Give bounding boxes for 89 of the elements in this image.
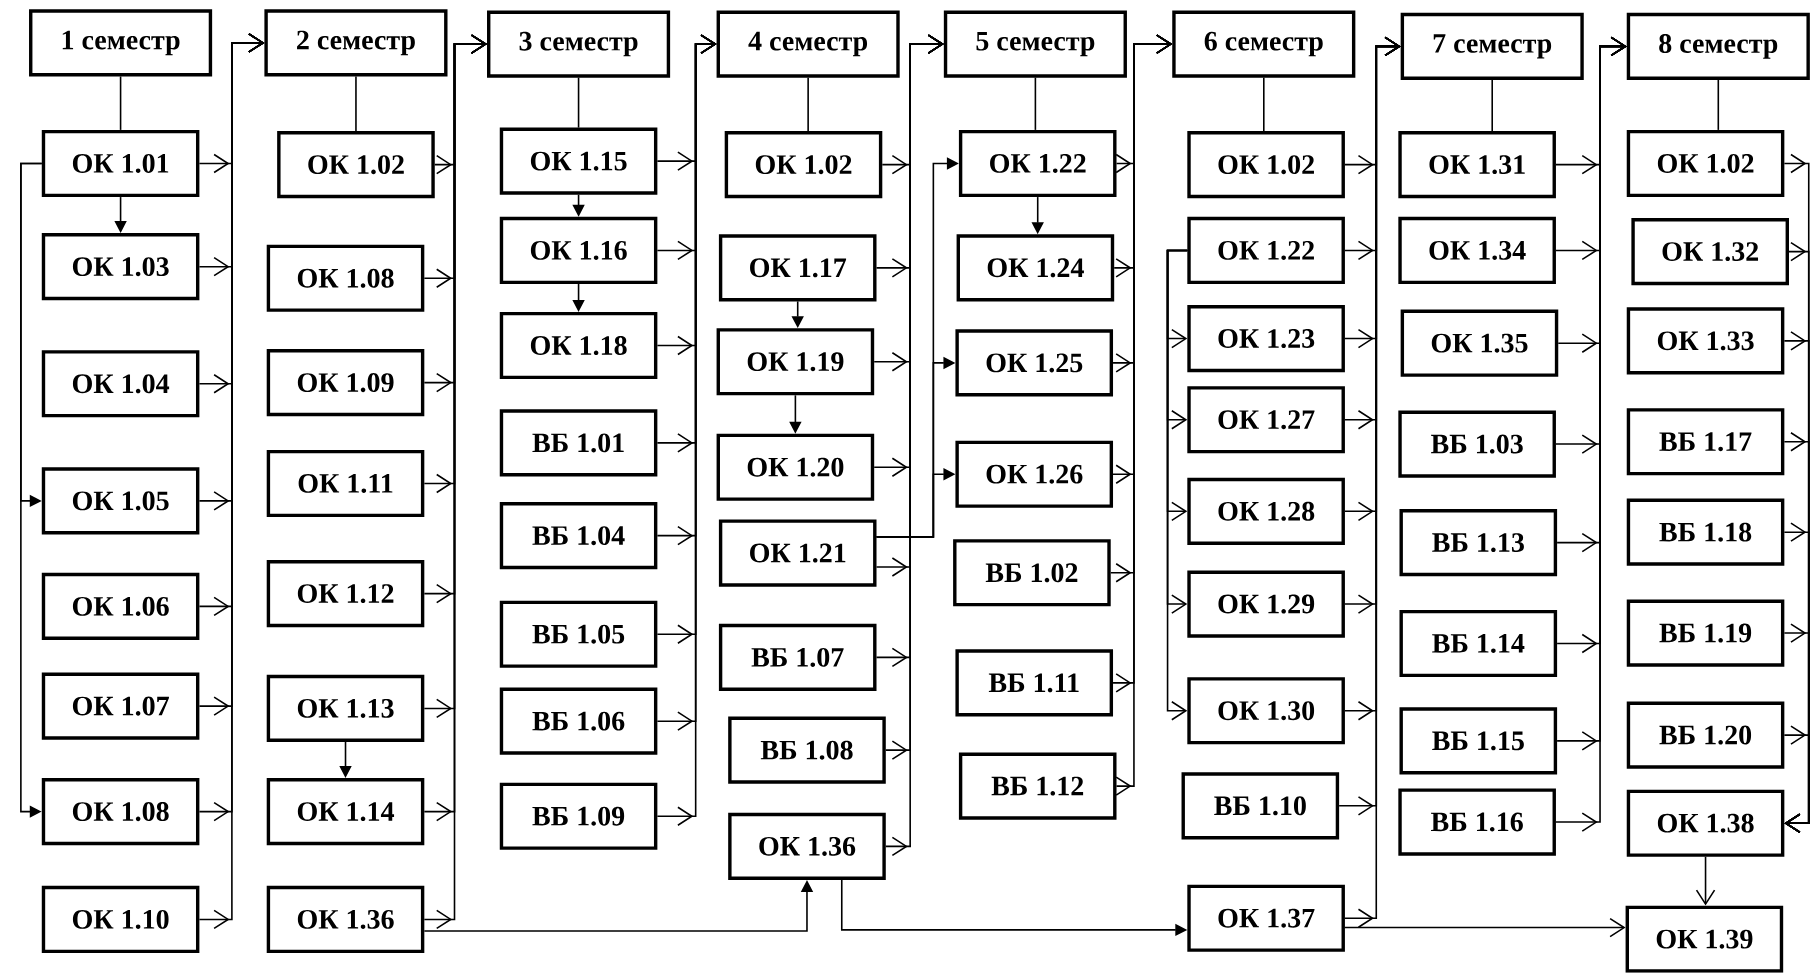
connector-line [577, 76, 580, 129]
connector-line [807, 76, 809, 132]
course-box: ВБ 1.17 [1626, 408, 1785, 476]
course-box: ОК 1.24 [956, 234, 1115, 302]
course-box: ВБ 1.14 [1399, 610, 1558, 678]
semester-box: 7 семестр [1400, 12, 1584, 81]
course-box: ВБ 1.01 [499, 409, 658, 477]
course-box: ОК 1.25 [955, 329, 1114, 397]
course-box: ОК 1.31 [1398, 131, 1556, 199]
course-box: ВБ 1.11 [955, 649, 1114, 717]
course-box: ОК 1.16 [499, 217, 658, 285]
course-box: ОК 1.02 [1187, 131, 1345, 199]
course-box: ОК 1.17 [718, 234, 877, 302]
course-box: ОК 1.38 [1626, 789, 1785, 857]
course-box: ОК 1.09 [266, 349, 425, 417]
course-box: ОК 1.08 [266, 244, 425, 312]
course-box: ОК 1.22 [1187, 217, 1345, 285]
semester-box: 2 семестр [264, 9, 448, 77]
course-box: ВБ 1.18 [1626, 498, 1785, 566]
semester-box: 1 семестр [29, 9, 213, 77]
course-box: ВБ 1.03 [1398, 410, 1556, 478]
course-box: ОК 1.39 [1625, 905, 1784, 973]
course-box: ОК 1.02 [724, 131, 883, 199]
arrow [20, 162, 43, 818]
course-box: ОК 1.20 [716, 433, 875, 501]
connector-line [1717, 79, 1720, 131]
course-box: ОК 1.13 [266, 674, 425, 743]
arrow [1344, 36, 1401, 929]
course-box: ВБ 1.15 [1399, 707, 1558, 775]
course-box: ОК 1.03 [41, 233, 200, 301]
course-box: ОК 1.37 [1187, 884, 1345, 952]
course-box: ОК 1.01 [41, 130, 200, 198]
semester-box: 5 семестр [943, 10, 1127, 78]
course-box: ВБ 1.05 [499, 600, 658, 668]
course-box: ВБ 1.09 [499, 782, 658, 850]
semester-box: 3 семестр [487, 10, 671, 78]
course-box: ВБ 1.12 [958, 752, 1117, 820]
course-box: ОК 1.26 [955, 440, 1114, 508]
course-box: ОК 1.10 [41, 885, 200, 954]
course-box: ОК 1.15 [499, 127, 658, 195]
course-box: ВБ 1.08 [728, 716, 886, 784]
course-box: ОК 1.36 [266, 885, 425, 954]
course-box: ОК 1.30 [1187, 677, 1345, 745]
arrow [1783, 725, 1810, 834]
course-box: ОК 1.21 [718, 519, 877, 587]
course-box: ОК 1.14 [266, 778, 425, 846]
course-box: ОК 1.18 [499, 312, 658, 380]
course-box: ОК 1.02 [1626, 130, 1785, 198]
semester-box: 8 семестр [1626, 12, 1810, 81]
course-box: ВБ 1.20 [1626, 701, 1785, 769]
course-box: ОК 1.32 [1631, 218, 1789, 286]
course-box: ВБ 1.10 [1181, 772, 1340, 840]
connector-line [355, 75, 357, 132]
connector-line [119, 75, 122, 131]
arrow [1115, 34, 1173, 796]
course-box: ОК 1.34 [1398, 217, 1556, 285]
course-box: ВБ 1.07 [718, 623, 877, 692]
connector-line [1491, 79, 1493, 132]
semester-box: 4 семестр [716, 10, 900, 78]
course-box: ОК 1.36 [728, 812, 886, 881]
course-box: ВБ 1.04 [499, 502, 658, 570]
course-box: ОК 1.27 [1187, 386, 1345, 454]
course-box: ОК 1.19 [716, 328, 875, 396]
course-box: ОК 1.04 [41, 350, 200, 418]
course-box: ОК 1.28 [1187, 477, 1345, 545]
course-box: ОК 1.33 [1626, 307, 1785, 375]
semester-box: 6 семестр [1172, 10, 1356, 78]
course-box: ВБ 1.02 [953, 539, 1111, 607]
course-box: ОК 1.06 [41, 572, 200, 641]
course-box: ОК 1.23 [1187, 305, 1345, 373]
course-box: ОК 1.11 [266, 450, 425, 518]
arrow [572, 283, 585, 312]
course-box: ОК 1.22 [958, 130, 1117, 198]
arrow [1344, 917, 1626, 938]
course-box: ОК 1.29 [1187, 570, 1345, 638]
course-box: ОК 1.35 [1400, 309, 1559, 377]
course-box: ВБ 1.19 [1626, 599, 1785, 667]
course-box: ОК 1.07 [41, 672, 200, 740]
course-box: ОК 1.12 [266, 560, 425, 628]
connector-line [1263, 76, 1265, 132]
arrow [1695, 856, 1716, 906]
course-box: ВБ 1.16 [1398, 788, 1556, 856]
course-box: ОК 1.08 [41, 778, 200, 846]
arrow [1166, 249, 1189, 721]
course-box: ВБ 1.06 [499, 687, 658, 755]
course-box: ВБ 1.13 [1399, 509, 1558, 577]
course-box: ОК 1.05 [41, 467, 200, 535]
course-box: ОК 1.02 [277, 131, 435, 199]
connector-line [1034, 76, 1037, 131]
